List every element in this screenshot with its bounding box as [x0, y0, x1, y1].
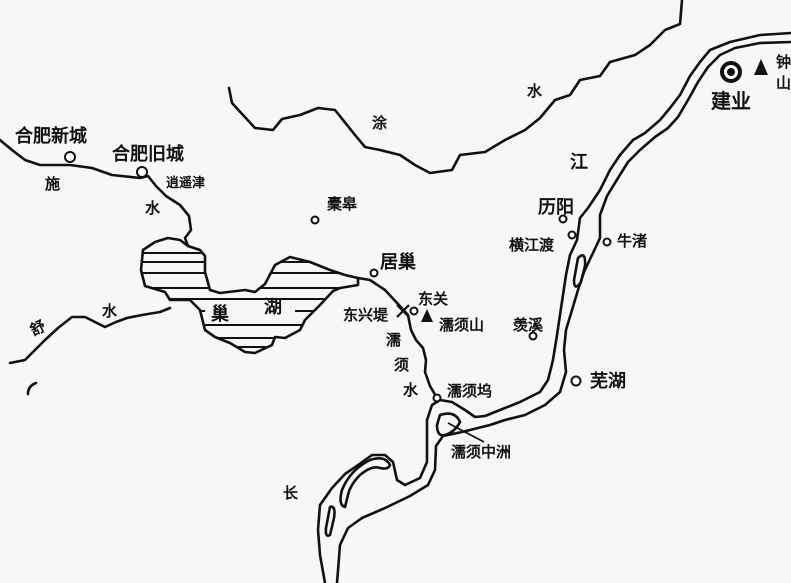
label-hefei-old: 合肥旧城	[112, 143, 184, 165]
wuhu-marker	[570, 375, 582, 387]
label-chao: 巢	[210, 303, 229, 325]
label-hu: 湖	[264, 297, 282, 318]
label-xianxi: 羡溪	[513, 316, 544, 334]
label-tu: 涂	[372, 114, 388, 132]
label-chang: 长	[283, 484, 299, 502]
yangtze-river	[316, 31, 791, 583]
label-juchao: 居巢	[380, 251, 416, 273]
label-ruxuzhongzhou: 濡须中洲	[451, 443, 511, 461]
label-dongguan: 东关	[418, 290, 448, 308]
ancient-line-bottom-left	[26, 381, 38, 396]
tuogao-marker	[310, 215, 320, 225]
label-ruxuwu: 濡须坞	[447, 382, 492, 400]
label-xiaoyaojin: 逍遥津	[166, 175, 205, 191]
label-liyang: 历阳	[538, 197, 574, 218]
ruxu-mountain-triangle-icon	[421, 309, 433, 322]
zhongshan-triangle-icon	[754, 59, 768, 75]
shu-river	[8, 306, 172, 365]
label-ru: 濡	[386, 331, 401, 349]
xianxi-marker	[528, 331, 538, 341]
label-ruxushan: 濡须山	[439, 316, 484, 334]
label-xu: 须	[394, 356, 409, 374]
label-tu-shui: 水	[527, 82, 543, 100]
label-shi-shui: 水	[145, 199, 161, 217]
dongguan-marker	[409, 306, 419, 316]
battle-cross-icon	[396, 304, 410, 318]
label-zhongshan-2: 山	[776, 74, 791, 92]
tu-river	[227, 0, 684, 175]
liyang-marker	[558, 214, 568, 224]
hengjiangdu-marker	[567, 230, 577, 240]
label-wuhu: 芜湖	[590, 370, 626, 392]
label-jianye: 建业	[711, 89, 751, 113]
label-dongxingdi: 东兴堤	[343, 306, 389, 324]
hefei-new-city-marker	[64, 151, 76, 163]
label-hefei-new: 合肥新城	[15, 125, 87, 147]
niuzhu-marker	[602, 237, 612, 247]
chao-lake	[139, 236, 360, 355]
label-tuogao: 橐皋	[326, 195, 358, 213]
label-ruxu-shui: 水	[403, 381, 419, 399]
hefei-old-city-marker	[136, 166, 148, 178]
label-jiang: 江	[570, 152, 588, 173]
label-zhongshan-1: 钟	[776, 53, 791, 71]
label-niuzhu: 牛渚	[617, 232, 647, 250]
ruxuwu-marker	[432, 393, 442, 403]
jianye-capital-icon	[720, 61, 742, 83]
label-hengjiangdu: 横江渡	[509, 236, 555, 254]
label-shu-shui: 水	[102, 302, 118, 320]
ruxu-river	[356, 276, 439, 400]
label-shi: 施	[45, 175, 60, 193]
label-shu: 舒	[27, 317, 48, 340]
juchao-marker	[369, 268, 379, 278]
